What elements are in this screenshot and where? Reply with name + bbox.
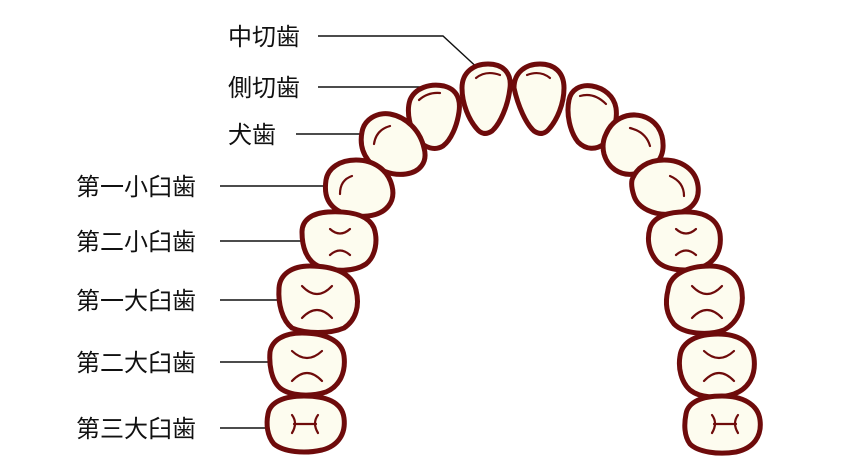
label-third-molar: 第三大臼歯 <box>76 415 196 443</box>
dental-arch <box>264 61 763 456</box>
tooth-first-premolar-right <box>629 157 701 217</box>
label-first-premolar: 第一小臼歯 <box>76 173 196 201</box>
tooth-second-premolar-right <box>645 209 723 273</box>
tooth-first-molar-left <box>276 263 360 335</box>
tooth-labels: 中切歯 側切歯 犬歯 第一小臼歯 第二小臼歯 第一大臼歯 第二大臼歯 第三大臼歯 <box>76 23 300 443</box>
label-second-molar: 第二大臼歯 <box>76 349 196 377</box>
label-lateral-incisor: 側切歯 <box>228 74 300 102</box>
label-canine: 犬歯 <box>228 121 276 149</box>
tooth-central-incisor-right <box>511 61 567 136</box>
tooth-third-molar-right <box>682 393 763 456</box>
label-first-molar: 第一大臼歯 <box>76 287 196 315</box>
tooth-second-molar-left <box>267 330 347 398</box>
leader-lines <box>220 35 483 429</box>
tooth-third-molar-left <box>264 393 347 455</box>
tooth-second-molar-right <box>676 331 757 400</box>
tooth-second-premolar-left <box>299 209 379 273</box>
tooth-first-molar-right <box>663 263 745 336</box>
tooth-canine-left <box>358 111 428 177</box>
tooth-first-premolar-left <box>322 157 396 219</box>
label-central-incisor: 中切歯 <box>228 23 300 51</box>
label-second-premolar: 第二小臼歯 <box>76 228 196 256</box>
leader-line-central-incisor <box>318 35 483 73</box>
tooth-central-incisor-left <box>459 61 513 136</box>
